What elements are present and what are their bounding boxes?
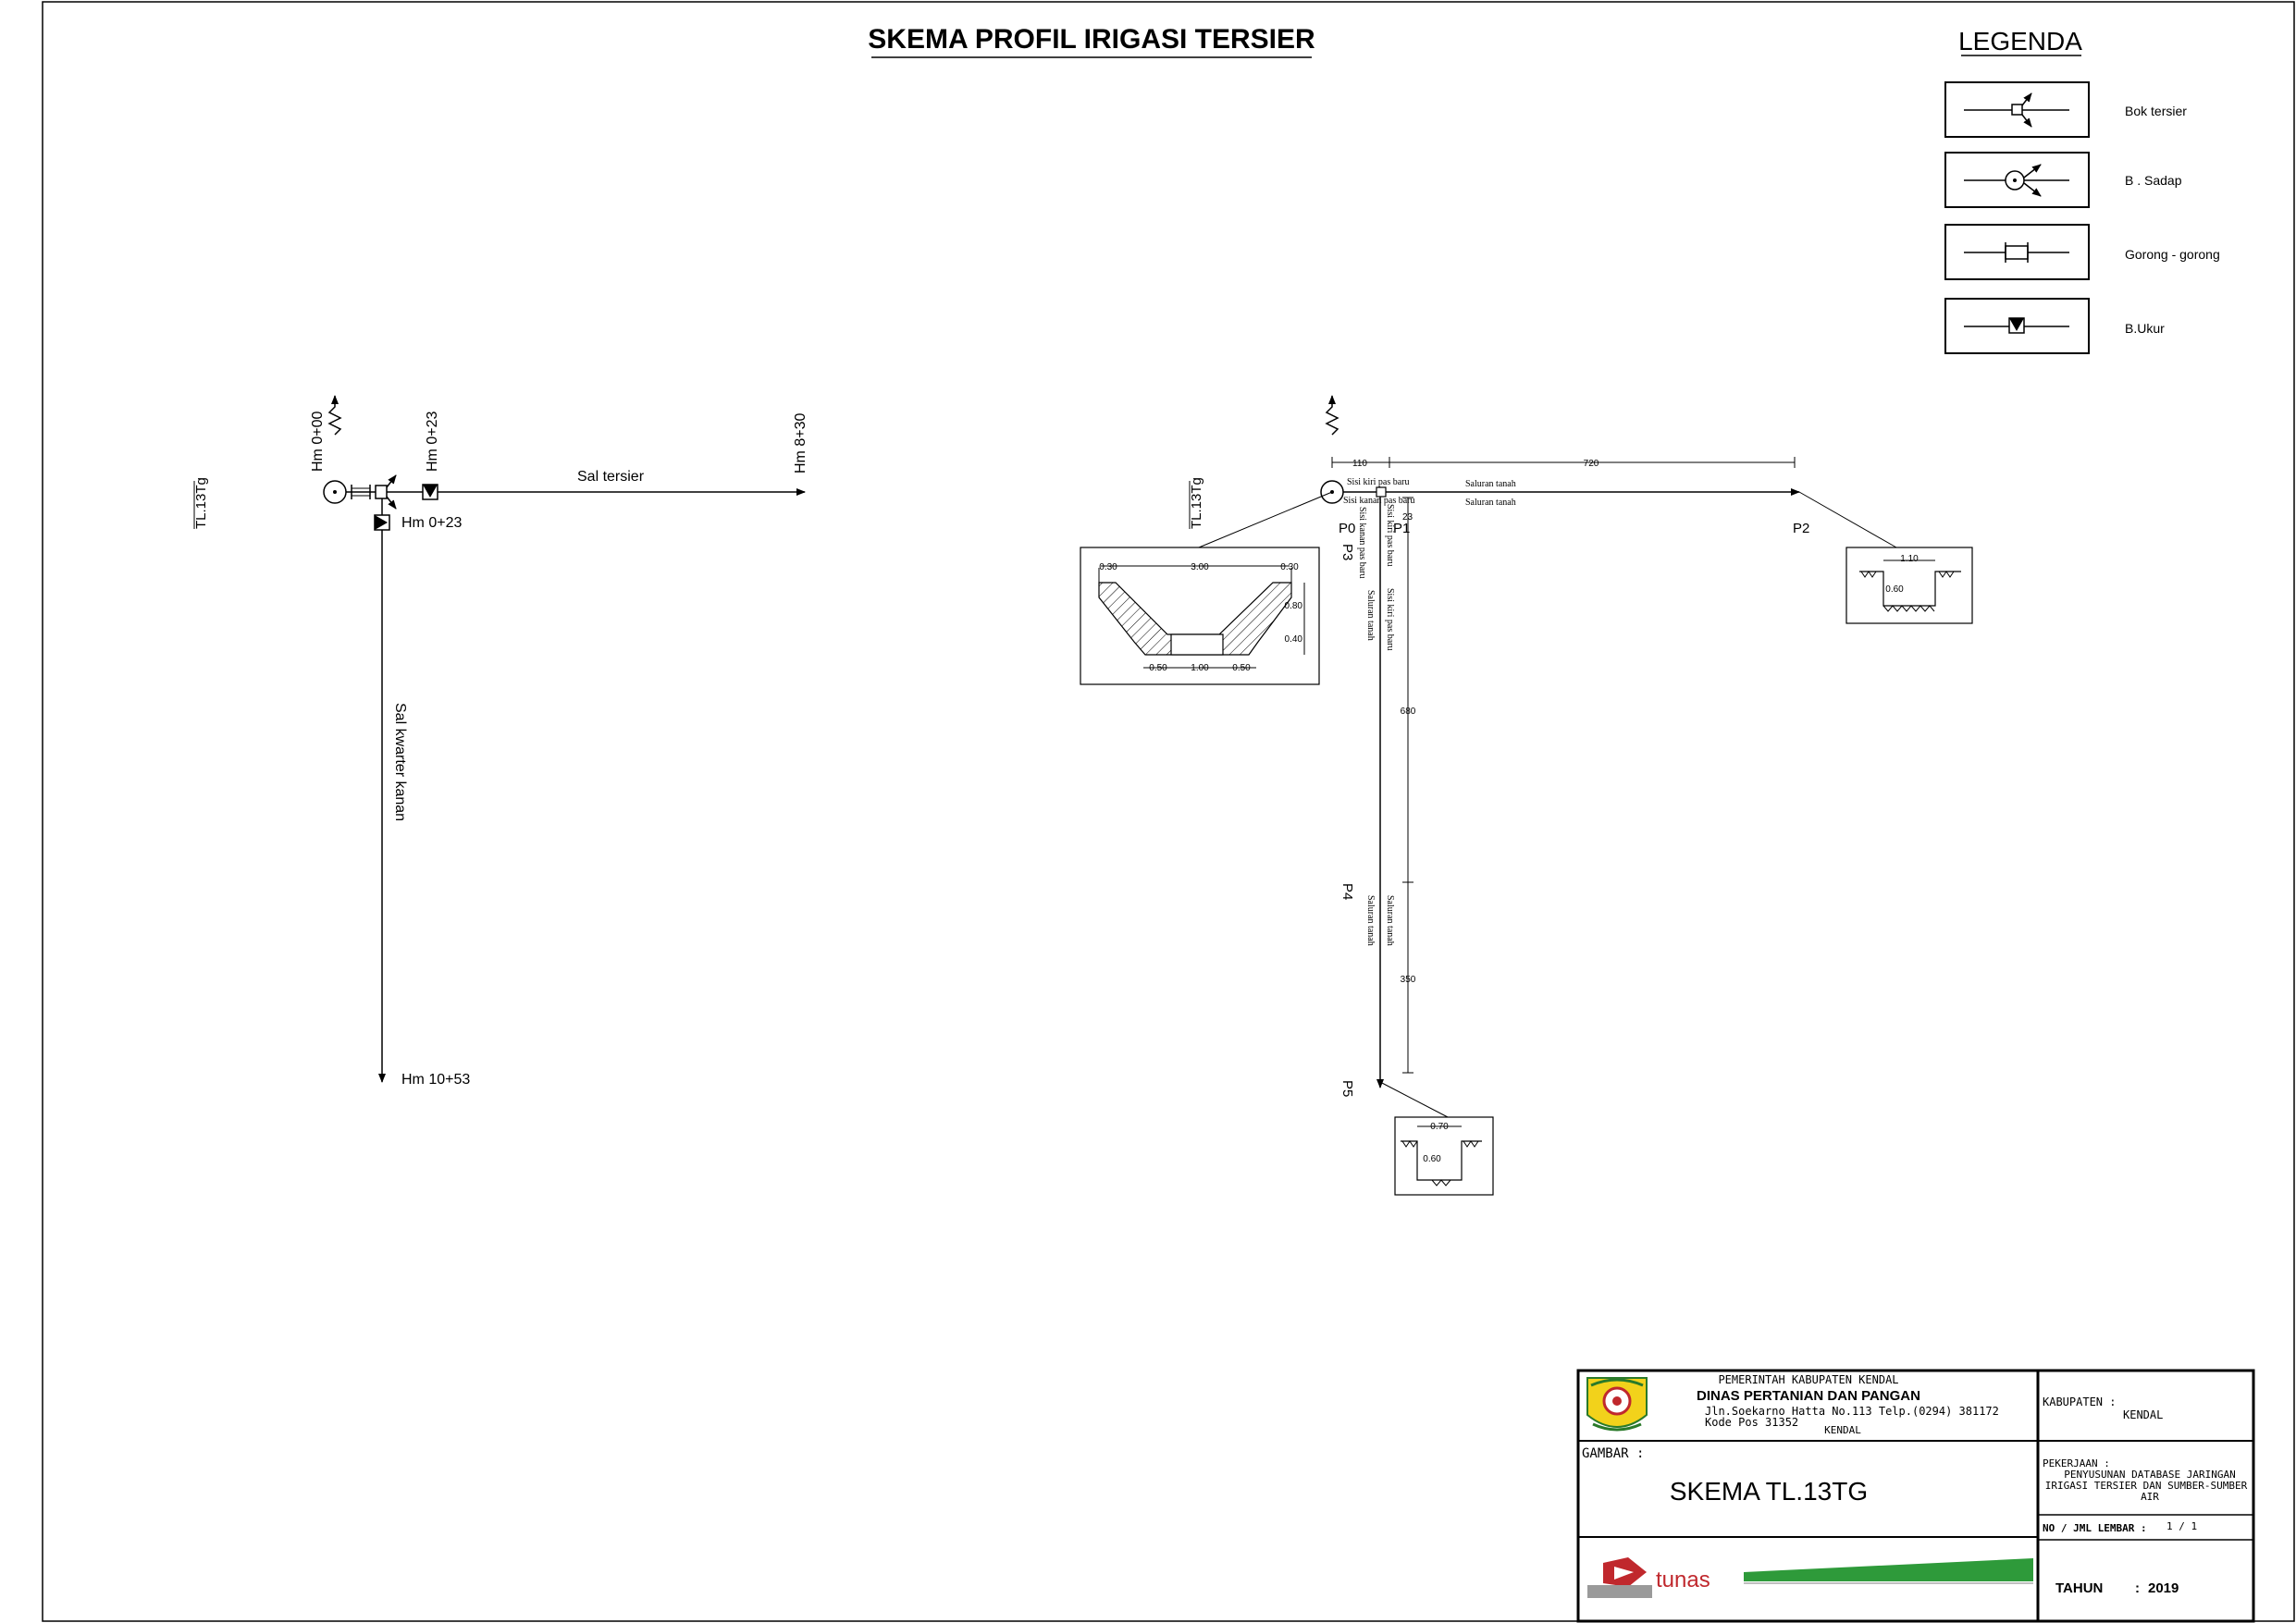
bok-tersier-icon	[1964, 92, 2069, 128]
ukur-branch-icon	[374, 514, 390, 531]
dim-350: 350	[1401, 975, 1416, 985]
sec-a-h1: 0.80	[1285, 601, 1303, 611]
label-kiri-top: Sisi kiri pas baru	[1347, 477, 1410, 487]
kabupaten-value: KENDAL	[2123, 1408, 2163, 1421]
gorong-symbol-icon	[351, 485, 371, 499]
gambar-label: GAMBAR :	[1582, 1446, 1644, 1461]
lembar-label: NO / JML LEMBAR :	[2043, 1522, 2147, 1534]
label-vert-kanan: Sisi kanan pas baru	[1357, 507, 1367, 579]
cross-section-b: 1.10 0.60	[1845, 547, 1973, 624]
right-scheme-code: TL.13Tg	[1189, 477, 1204, 529]
org-line-1: PEMERINTAH KABUPATEN KENDAL	[1718, 1373, 1898, 1386]
gambar-value: SKEMA TL.13TG	[1670, 1477, 1868, 1506]
hm-start-label: Hm 0+00	[310, 412, 326, 472]
bangunan-sadap-icon	[1964, 164, 2069, 197]
org-city: KENDAL	[1824, 1424, 1861, 1436]
title-block: PEMERINTAH KABUPATEN KENDAL DINAS PERTAN…	[1576, 1369, 2255, 1623]
bok-symbol-icon	[375, 474, 397, 510]
org-line-2: DINAS PERTANIAN DAN PANGAN	[1697, 1388, 1920, 1404]
source-zigzag-icon	[327, 400, 342, 436]
point-p3: P3	[1339, 544, 1355, 560]
label-vert-tanah-1: Saluran tanah	[1365, 590, 1376, 641]
hm-branch-label: Hm 0+23	[401, 515, 462, 531]
lembar-value: 1 / 1	[2166, 1520, 2197, 1532]
tahun-value: 2019	[2148, 1580, 2179, 1596]
sec-a-top-w: 3.00	[1191, 562, 1209, 572]
kendal-logo-icon	[1586, 1377, 1648, 1432]
page-title: SKEMA PROFIL IRIGASI TERSIER	[868, 24, 1315, 55]
label-kanan-top: Sisi kanan pas baru	[1343, 496, 1415, 506]
pekerjaan-line-2: IRIGASI TERSIER DAN SUMBER-SUMBER	[2045, 1480, 2248, 1492]
gorong-gorong-icon	[1964, 242, 2069, 263]
address-line-2: Kode Pos 31352	[1705, 1416, 1798, 1429]
legend-heading: LEGENDA	[1958, 27, 2082, 55]
hm-end-branch-label: Hm 10+53	[401, 1072, 470, 1088]
tahun-label: TAHUN	[2055, 1580, 2103, 1596]
dim-110: 110	[1352, 459, 1367, 469]
sheet-border	[42, 1, 2295, 1622]
label-vert-tanah-3: Saluran tanah	[1385, 895, 1395, 946]
tunas-logo-icon	[1587, 1557, 1652, 1598]
hm-bok-label: Hm 0+23	[425, 412, 440, 472]
sec-c-h: 0.60	[1423, 1154, 1441, 1164]
point-p2: P2	[1793, 521, 1809, 536]
pekerjaan-label: PEKERJAAN :	[2043, 1457, 2110, 1469]
sec-c-w: 0.70	[1430, 1122, 1449, 1132]
kabupaten-label: KABUPATEN :	[2043, 1396, 2116, 1408]
bangunan-ukur-icon	[1964, 317, 2069, 334]
sec-a-b3: 0.50	[1232, 663, 1251, 673]
source-zigzag-right-icon	[1325, 400, 1339, 436]
main-channel-label: Sal tersier	[577, 469, 645, 485]
pekerjaan-line-3: AIR	[2141, 1491, 2159, 1503]
legend-label-gorong: Gorong - gorong	[2125, 247, 2220, 262]
point-p4: P4	[1339, 883, 1355, 900]
sec-a-b1: 0.50	[1149, 663, 1167, 673]
legend-label-sadap: B . Sadap	[2125, 173, 2182, 188]
sec-a-b2: 1.00	[1191, 663, 1209, 673]
cross-section-c: 0.70 0.60	[1394, 1116, 1494, 1196]
label-tanah-2: Saluran tanah	[1465, 498, 1516, 508]
dim-720: 720	[1584, 459, 1599, 469]
sec-a-side-l: 0.30	[1099, 562, 1117, 572]
sec-b-w: 1.10	[1900, 554, 1919, 564]
brand-name: tunas	[1656, 1568, 1710, 1592]
label-vert-kiri-2: Sisi kiri pas baru	[1385, 588, 1395, 651]
sec-b-h: 0.60	[1885, 584, 1904, 595]
sadap-symbol-icon	[323, 480, 347, 504]
left-scheme: TL.13Tg Hm 0+00 Hm 0+23 Hm 8+30 Sal ters…	[193, 395, 809, 1088]
sec-a-h2: 0.40	[1285, 634, 1303, 645]
right-bok-icon	[1376, 486, 1387, 498]
point-p0: P0	[1339, 521, 1355, 536]
point-p5: P5	[1339, 1080, 1355, 1097]
legend-label-bok-tersier: Bok tersier	[2125, 104, 2187, 118]
right-scheme: TL.13Tg 110 720 Sisi kiri pas baru Sisi …	[1080, 395, 1973, 1196]
ukur-symbol-icon	[422, 484, 438, 500]
sec-a-side-r: 0.30	[1280, 562, 1299, 572]
label-tanah-1: Saluran tanah	[1465, 479, 1516, 489]
left-scheme-code: TL.13Tg	[193, 477, 209, 529]
tahun-separator: :	[2135, 1580, 2140, 1596]
point-p1: P1	[1393, 521, 1410, 536]
dim-680: 680	[1401, 707, 1416, 717]
legend-label-ukur: B.Ukur	[2125, 321, 2165, 336]
pekerjaan-line-1: PENYUSUNAN DATABASE JARINGAN	[2064, 1469, 2235, 1481]
legend: LEGENDA Bok tersier B . Sadap	[1944, 27, 2220, 354]
label-vert-tanah-2: Saluran tanah	[1365, 895, 1376, 946]
label-vert-kiri: Sisi kiri pas baru	[1385, 504, 1395, 567]
address-line-1: Jln.Soekarno Hatta No.113 Telp.(0294) 38…	[1705, 1405, 1999, 1418]
cross-section-a: 0.30 3.00 0.30 0.80 0.40 0.50 1.00 0.50	[1080, 547, 1320, 685]
branch-channel-label: Sal kwarter kanan	[392, 703, 408, 821]
hm-end-main-label: Hm 8+30	[793, 413, 809, 473]
tunas-brand: tunas	[1582, 1546, 2033, 1617]
